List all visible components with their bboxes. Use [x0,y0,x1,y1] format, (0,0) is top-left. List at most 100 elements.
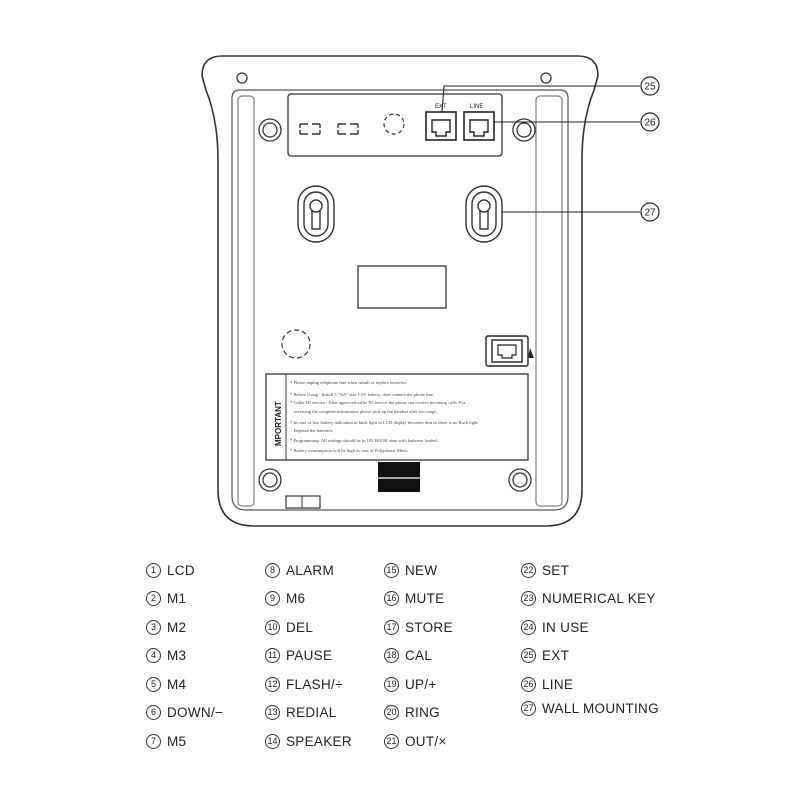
legend-number: 11 [265,647,280,663]
panel-round-mark [383,113,405,135]
legend-number: 25 [521,647,536,663]
legend-label: CAL [405,647,433,663]
note-line: receiving the complete information pleas… [294,409,437,414]
phone-body-outline [201,55,599,527]
panel-slots [299,123,359,135]
bottom-latch [378,462,420,492]
ext-jack [425,111,457,141]
legend-label: SPEAKER [286,733,352,749]
legend-item: 8 ALARM [265,559,334,581]
line-jack-label: LINE [470,104,483,110]
important-heading: MPORTANT [274,401,283,446]
legend-number: 13 [265,704,280,720]
legend-item: 12 FLASH/÷ [265,673,343,695]
legend-item: 14 SPEAKER [265,730,352,752]
legend-number: 7 [146,733,161,749]
legend-label: MUTE [405,590,445,606]
note-line: * Please unplug telephone line when inst… [290,380,407,385]
legend-item: 13 REDIAL [265,701,337,723]
note-line: * Before Using : Install 3 "AA" size 1.5… [290,392,434,398]
legend-label: DOWN/− [167,704,224,720]
legend-number: 22 [521,562,536,578]
legend-item: 1 LCD [146,559,195,581]
battery-cover [357,265,447,309]
important-panel [265,373,529,461]
legend-number: 27 [521,700,536,716]
legend-label: NEW [405,562,438,578]
legend-number: 4 [146,647,161,663]
legend-number: 12 [265,676,280,692]
legend-label: STORE [405,619,453,635]
inner-tray-outline [231,89,569,511]
left-rail [237,95,255,507]
important-notes: * Please unplug telephone line when inst… [290,380,479,453]
note-line: * Battery consumption will be high in ca… [290,448,408,453]
rubber-feet [258,118,536,492]
legend-label: M1 [167,590,187,606]
legend-label: OUT/× [405,733,447,749]
legend-item: 6 DOWN/− [146,701,223,723]
line-jack [463,111,495,141]
callout-26: 26 [640,112,660,132]
legend-number: 1 [146,562,161,578]
legend-label: LINE [542,676,574,692]
legend-label: PAUSE [286,647,333,663]
right-rail [535,95,563,507]
legend-label: M5 [167,733,187,749]
legend-label: DEL [286,619,314,635]
legend-item: 27 WALL MOUNTING [521,697,659,719]
callout-26-number: 26 [644,118,656,129]
legend-number: 9 [265,590,280,606]
top-right-hole [540,72,552,84]
legend-item: 11 PAUSE [265,644,332,666]
legend-item: 7 M5 [146,730,186,752]
callout-25: 25 [640,76,660,96]
legend-label: FLASH/÷ [286,676,343,692]
legend-label: IN USE [542,619,589,635]
legend-number: 5 [146,676,161,692]
wall-mount-hole-left [297,185,335,243]
legend-number: 3 [146,619,161,635]
legend-label: M4 [167,676,187,692]
callout-25-number: 25 [644,82,656,93]
legend-number: 23 [521,590,536,606]
connector-panel [287,93,503,157]
legend-label: ALARM [286,562,335,578]
legend-number: 20 [384,704,399,720]
legend-item: 5 M4 [146,673,186,695]
note-line: * In case of low battery indication or b… [290,420,479,426]
legend-label: SET [542,562,570,578]
legend-number: 8 [265,562,280,578]
legend-number: 26 [521,676,536,692]
legend-number: 14 [265,733,280,749]
legend-item: 23 NUMERICAL KEY [521,587,656,609]
ext-jack-label: EXT [435,104,447,110]
legend-label: UP/+ [405,676,437,692]
legend-item: 22 SET [521,559,569,581]
callout-27-number: 27 [644,208,656,219]
legend-number: 16 [384,590,399,606]
legend-item: 26 LINE [521,673,573,695]
legend-number: 24 [521,619,536,635]
legend-label: WALL MOUNTING [542,700,659,716]
callout-27: 27 [640,202,660,222]
legend-label: LCD [167,562,195,578]
legend-number: 6 [146,704,161,720]
legend-label: REDIAL [286,704,337,720]
legend-label: M2 [167,619,187,635]
legend-item: 3 M2 [146,616,186,638]
phone-back-diagram: EXT LINE MPORTANT * Please unplug teleph… [201,55,660,527]
legend-label: NUMERICAL KEY [542,590,656,606]
round-grille [281,329,311,359]
note-line: Replace the batteries. [294,428,333,433]
legend-label: RING [405,704,440,720]
legend-item: 16 MUTE [384,587,444,609]
